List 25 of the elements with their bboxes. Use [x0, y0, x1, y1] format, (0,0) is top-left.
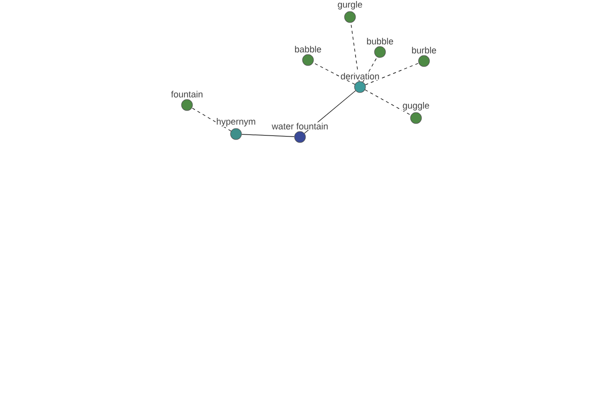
graph-node	[418, 55, 430, 67]
graph-node	[181, 99, 193, 111]
graph-node	[374, 46, 386, 58]
node-label: fountain	[170, 90, 204, 98]
node-label: hypernym	[216, 117, 256, 128]
connector-line	[364, 90, 412, 116]
graph-node	[294, 131, 306, 143]
connector-line	[241, 134, 295, 138]
connector-line	[312, 62, 356, 85]
graph-node	[354, 81, 366, 93]
connector-line	[365, 62, 419, 86]
node-label: derivation	[340, 72, 380, 80]
graph-node	[410, 112, 422, 124]
node-label: bubble	[366, 37, 394, 46]
node-label: guggle	[402, 101, 430, 112]
connector-line	[192, 108, 232, 132]
connector-line	[350, 22, 360, 82]
node-label: burble	[410, 46, 438, 54]
connector-line	[362, 56, 378, 82]
node-label: babble	[294, 45, 322, 54]
node-label: water fountain	[271, 122, 329, 130]
graph-node	[230, 128, 242, 140]
node-label: gurgle	[336, 0, 364, 10]
graph-node	[344, 11, 356, 23]
graph-node	[302, 54, 314, 66]
